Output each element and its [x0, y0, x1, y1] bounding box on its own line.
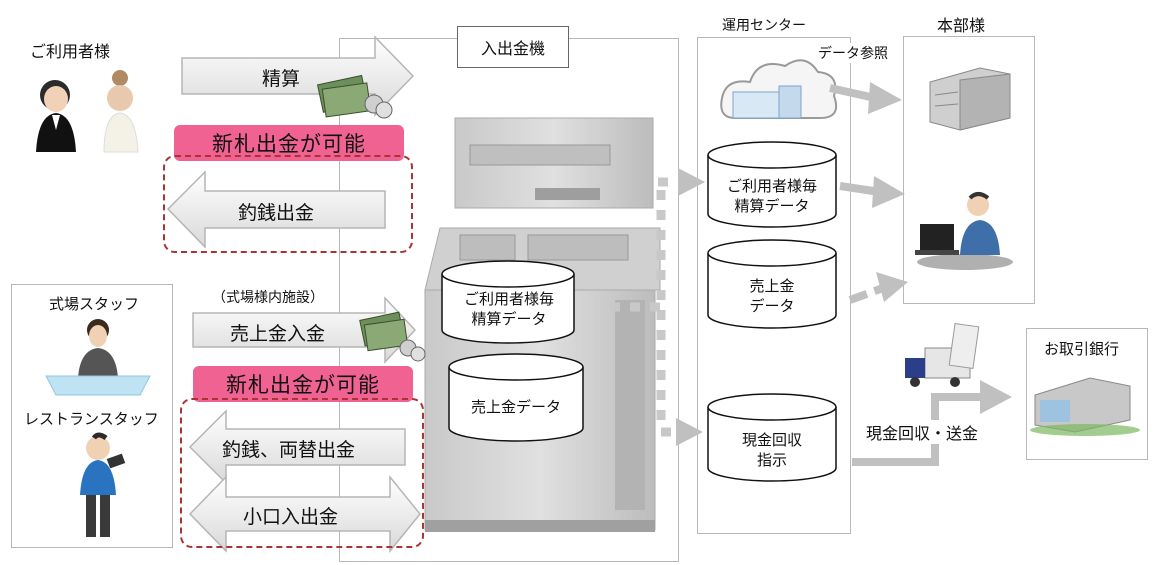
data-ref-label: データ参照	[818, 43, 888, 63]
new-notes-group-2	[180, 398, 424, 548]
machine-sales-data-text: 売上金データ	[470, 398, 561, 416]
atm-machine-icon	[424, 117, 661, 532]
center-settle-data-text: ご利用者様毎 精算データ	[726, 177, 817, 215]
center-sales-db-icon	[707, 239, 837, 329]
change-exchange-label: 釣銭、両替出金	[222, 439, 356, 461]
bank-title: お取引銀行	[1044, 340, 1120, 358]
couple-icon	[36, 70, 139, 153]
customer-label: ご利用者様	[30, 42, 111, 61]
new-notes-group-1	[163, 155, 413, 253]
machine-sales-db-icon	[448, 353, 584, 442]
venue-staff-label: 式場スタッフ	[49, 295, 140, 313]
change-out-arrow	[166, 170, 386, 249]
sales-deposit-label: 売上金入金	[230, 323, 326, 345]
machine-title-box: 入出金機	[457, 26, 569, 68]
machine-title: 入出金機	[480, 39, 545, 58]
venue-note-label: （式場様内施設）	[212, 290, 324, 306]
machine-settle-data-text: ご利用者様毎 精算データ	[463, 290, 554, 328]
hq-title: 本部様	[937, 16, 986, 35]
ops-center-title: 運用センター	[722, 18, 806, 34]
center-collection-text: 現金回収 指示	[741, 431, 802, 469]
new-notes-badge-2: 新札出金が可能	[193, 366, 413, 402]
money-icon	[359, 311, 426, 362]
restaurant-staff-label: レストランスタッフ	[24, 410, 159, 428]
office-worker-icon	[915, 192, 1013, 270]
money-icon	[316, 74, 393, 119]
machine-settle-db-icon	[441, 260, 575, 344]
change-out-label: 釣銭出金	[238, 202, 315, 224]
center-settle-db-icon	[707, 141, 837, 228]
center-sales-data-text: 売上金 データ	[749, 277, 795, 315]
change-exchange-arrow	[188, 409, 406, 485]
petty-cash-arrow	[188, 474, 421, 554]
cloud-icon	[720, 59, 838, 119]
restaurant-staff-icon	[80, 432, 126, 537]
bank-building-icon	[1030, 377, 1140, 436]
settle-label: 精算	[262, 68, 301, 90]
settle-arrow	[181, 35, 415, 117]
truck-icon	[905, 322, 980, 387]
venue-staff-icon	[45, 319, 151, 396]
petty-cash-label: 小口入出金	[243, 506, 339, 528]
hq-building-icon	[929, 67, 1011, 131]
center-collection-db-icon	[707, 393, 837, 482]
cash-transfer-label: 現金回収・送金	[866, 420, 979, 444]
